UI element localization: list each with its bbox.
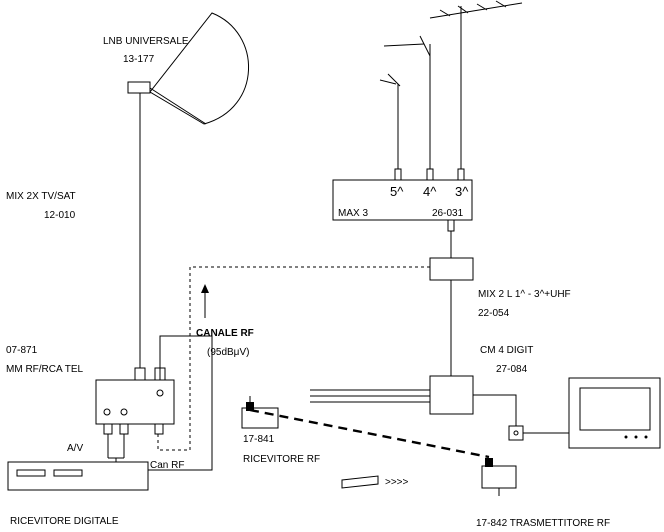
- mm-name: MM RF/RCA TEL: [6, 364, 83, 375]
- lnb-title: LNB UNIVERSALE: [103, 36, 189, 47]
- mix2l-box: [429, 257, 474, 281]
- lnb-body: [127, 81, 151, 94]
- ricevitore-digitale-label: RICEVITORE DIGITALE: [10, 516, 119, 527]
- rf-transmitter-body: [481, 465, 517, 489]
- mm-rf-rca-box: [95, 379, 175, 425]
- satellite-dish: [149, 12, 249, 125]
- rf-transmitter-top: [485, 458, 493, 467]
- rf-link: [249, 408, 490, 459]
- max3-box: [332, 179, 473, 221]
- av-label: A/V: [67, 443, 83, 454]
- can-rf-label: Can RF: [150, 460, 184, 471]
- mix2l-code: 22-054: [478, 308, 510, 319]
- tv-screen: [579, 387, 651, 431]
- mix-tv-sat-code: 12-010: [44, 210, 76, 221]
- max3-port-3: 3^: [455, 184, 469, 199]
- mix2l-label: MIX 2 L 1^ - 3^+UHF: [478, 289, 571, 300]
- lnb-code: 13-177: [123, 54, 155, 65]
- mm-code: 07-871: [6, 345, 38, 356]
- max3-port-5: 5^: [390, 184, 404, 199]
- max3-name: MAX 3: [338, 208, 368, 219]
- max3-port-4: 4^: [423, 184, 437, 199]
- rf-receiver-top: [246, 402, 254, 411]
- cm4-box: [429, 375, 474, 415]
- mix-tv-sat-label: MIX 2X TV/SAT: [6, 191, 76, 202]
- rf-direction-arrow: [201, 284, 209, 293]
- cable-mm-to-digital: [148, 335, 213, 471]
- remote-arrows: >>>>: [385, 477, 409, 488]
- rx-rf-name: RICEVITORE RF: [243, 454, 320, 465]
- dashed-rf-return: [157, 266, 430, 451]
- rx-rf-code: 17-841: [243, 434, 275, 445]
- canale-rf-label: CANALE RF: [196, 328, 254, 339]
- cm4-label: CM 4 DIGIT: [480, 345, 533, 356]
- canale-rf-level: (95dBμV): [207, 347, 249, 358]
- max3-code: 26-031: [432, 208, 464, 219]
- cm4-code: 27-084: [496, 364, 528, 375]
- tv-tap-box: [508, 425, 524, 441]
- tx-rf-label: 17-842 TRASMETTITORE RF: [476, 518, 610, 529]
- remote-control: [341, 475, 379, 489]
